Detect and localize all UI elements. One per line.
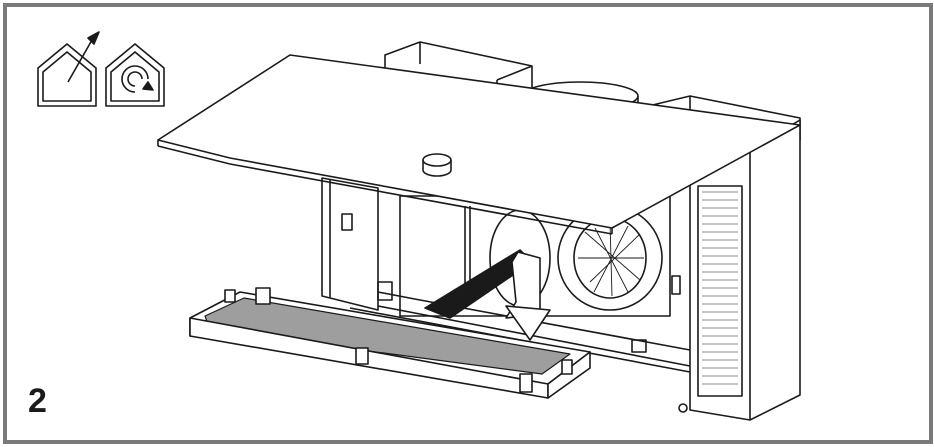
grease-filter [189, 287, 591, 399]
house-exhaust-icon [37, 31, 100, 107]
side-cabinet [678, 119, 801, 421]
step-number: 2 [28, 382, 47, 420]
house-recirculation-icon [105, 43, 165, 107]
hood-top-panel [157, 54, 801, 235]
insert-arrow [424, 249, 551, 341]
left-cabinet-wall [321, 177, 379, 311]
